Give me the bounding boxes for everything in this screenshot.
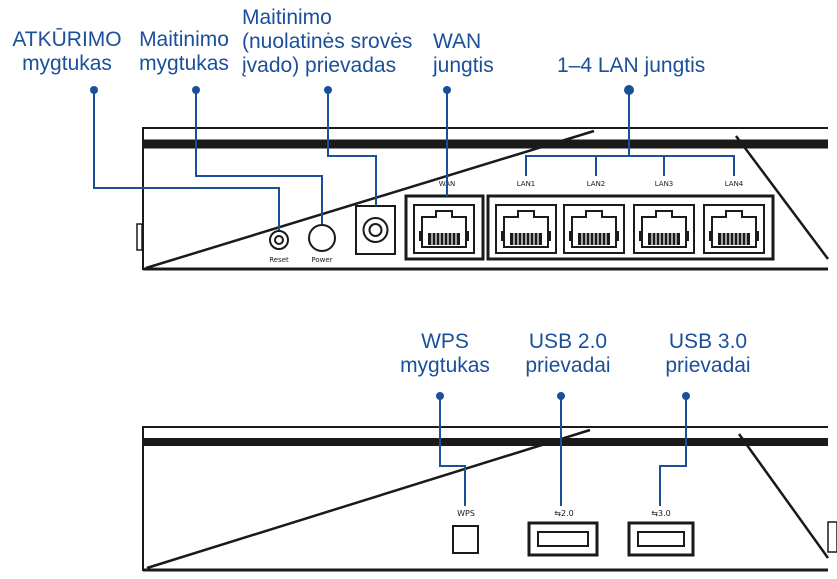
lan2-port-icon bbox=[563, 204, 625, 254]
reset-hole-icon bbox=[269, 230, 289, 250]
power-button-callout: Maitinimo mygtukas bbox=[131, 28, 237, 76]
usb3-port-icon bbox=[627, 521, 695, 557]
lan-ports-callout: 1–4 LAN jungtis bbox=[557, 54, 705, 78]
callout-line: USB 2.0 bbox=[528, 330, 608, 353]
lan3-port-icon bbox=[633, 204, 695, 254]
lan2-device-label: LAN2 bbox=[587, 180, 606, 188]
usb3-device-label: ⇆3.0 bbox=[651, 509, 670, 518]
lan4-device-label: LAN4 bbox=[725, 180, 744, 188]
lan1-device-label: LAN1 bbox=[517, 180, 536, 188]
callout-line: prievadai bbox=[525, 354, 611, 377]
reset-button-callout: ATKŪRIMO mygtukas bbox=[6, 28, 128, 76]
callout-line: mygtukas bbox=[400, 354, 490, 377]
callout-line: mygtukas bbox=[22, 52, 112, 75]
wan-port-callout: WAN jungtis bbox=[433, 30, 494, 78]
callout-line: USB 3.0 bbox=[668, 330, 748, 353]
lan-ports-frame bbox=[486, 194, 775, 261]
callout-line: WPS bbox=[421, 330, 469, 353]
bottom-leader-dots bbox=[436, 392, 690, 400]
top-leader-dots bbox=[90, 85, 634, 95]
usb2-device-label: ⇆2.0 bbox=[554, 509, 573, 518]
power-button-icon bbox=[308, 224, 336, 252]
lan4-port-icon bbox=[703, 204, 765, 254]
wps-device-label: WPS bbox=[457, 509, 475, 518]
top-leader-lines bbox=[93, 90, 735, 230]
callout-line: WAN bbox=[433, 30, 482, 53]
wan-port-icon bbox=[413, 204, 475, 254]
callout-line: mygtukas bbox=[139, 52, 229, 75]
top-router-body bbox=[136, 127, 830, 271]
dc-port-callout: Maitinimo (nuolatinės srovės įvado) prie… bbox=[242, 6, 412, 78]
callout-line: 1–4 LAN jungtis bbox=[557, 54, 706, 77]
lan1-port-icon bbox=[495, 204, 557, 254]
reset-device-label: Reset bbox=[269, 256, 289, 264]
dc-jack-icon bbox=[355, 205, 396, 255]
callout-line: Maitinimo bbox=[242, 6, 332, 29]
wan-port-frame bbox=[404, 194, 485, 261]
callout-line: Maitinimo bbox=[139, 28, 229, 51]
callout-line: jungtis bbox=[433, 54, 494, 77]
callout-line: prievadai bbox=[665, 354, 751, 377]
bottom-leader-lines bbox=[439, 396, 687, 506]
usb3-ports-callout: USB 3.0 prievadai bbox=[658, 330, 758, 378]
callout-line: (nuolatinės srovės bbox=[242, 30, 413, 53]
bottom-router-body bbox=[142, 426, 837, 572]
wps-button-icon bbox=[452, 525, 479, 554]
usb2-port-icon bbox=[527, 521, 599, 557]
power-device-label: Power bbox=[311, 256, 332, 264]
lan3-device-label: LAN3 bbox=[655, 180, 674, 188]
callout-line: įvado) prievadas bbox=[242, 54, 397, 77]
callout-line: ATKŪRIMO bbox=[12, 28, 122, 51]
wps-button-callout: WPS mygtukas bbox=[393, 330, 497, 378]
usb2-ports-callout: USB 2.0 prievadai bbox=[518, 330, 618, 378]
